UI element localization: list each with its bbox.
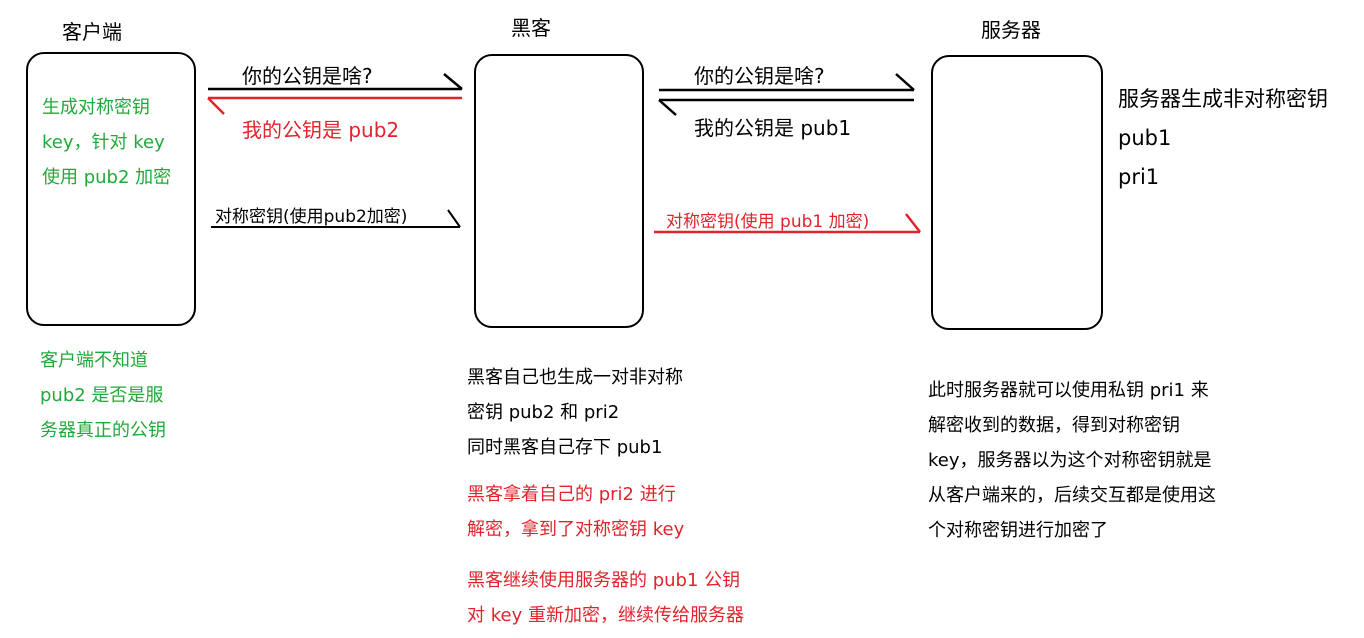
arrow-client-send bbox=[211, 209, 461, 228]
server-note: 此时服务器就可以使用私钥 pri1 来 解密收到的数据，得到对称密钥 key，服… bbox=[928, 373, 1216, 548]
client-note: 客户端不知道 pub2 是否是服 务器真正的公钥 bbox=[40, 343, 166, 448]
hacker-note-line: 同时黑客自己存下 pub1 bbox=[467, 437, 663, 458]
server-note-line: 从客户端来的，后续交互都是使用这 bbox=[928, 485, 1216, 506]
label-client-send: 对称密钥(使用pub2加密) bbox=[215, 207, 408, 227]
server-side-line: pub1 bbox=[1118, 126, 1172, 150]
server-title: 服务器 bbox=[981, 18, 1041, 42]
client-box-line: 使用 pub2 加密 bbox=[42, 167, 172, 188]
client-box bbox=[26, 52, 196, 326]
arrow-hacker-reply bbox=[207, 96, 462, 115]
server-box bbox=[931, 55, 1103, 330]
client-note-line: 务器真正的公钥 bbox=[40, 420, 166, 441]
arrow-client-ask bbox=[208, 73, 463, 91]
client-box-text: 生成对称密钥 key，针对 key 使用 pub2 加密 bbox=[42, 90, 171, 195]
arrow-hacker-send bbox=[654, 213, 921, 234]
client-box-line: 生成对称密钥 bbox=[42, 97, 150, 118]
client-note-line: 客户端不知道 bbox=[40, 350, 148, 371]
server-note-line: 此时服务器就可以使用私钥 pri1 来 bbox=[928, 380, 1209, 401]
arrow-server-reply bbox=[658, 98, 914, 116]
hacker-note-line: 对 key 重新加密，继续传给服务器 bbox=[467, 605, 744, 626]
hacker-note-black: 黑客自己也生成一对非对称 密钥 pub2 和 pri2 同时黑客自己存下 pub… bbox=[467, 360, 683, 465]
hacker-note-line: 密钥 pub2 和 pri2 bbox=[467, 402, 620, 423]
server-side-text: 服务器生成非对称密钥 pub1 pri1 bbox=[1118, 80, 1328, 197]
label-hacker-reply: 我的公钥是 pub2 bbox=[242, 118, 400, 142]
hacker-note-reencrypt: 黑客继续使用服务器的 pub1 公钥 对 key 重新加密，继续传给服务器 bbox=[467, 563, 744, 633]
hacker-title: 黑客 bbox=[511, 16, 551, 40]
hacker-note-line: 解密，拿到了对称密钥 key bbox=[467, 519, 685, 540]
hacker-note-line: 黑客自己也生成一对非对称 bbox=[467, 367, 683, 388]
server-side-line: pri1 bbox=[1118, 165, 1160, 189]
hacker-box bbox=[474, 54, 644, 328]
client-box-line: key，针对 key bbox=[42, 132, 165, 153]
label-hacker-ask: 你的公钥是啥? bbox=[694, 64, 825, 88]
label-client-ask: 你的公钥是啥? bbox=[242, 64, 373, 88]
client-note-line: pub2 是否是服 bbox=[40, 385, 164, 406]
server-side-line: 服务器生成非对称密钥 bbox=[1118, 87, 1328, 111]
client-title: 客户端 bbox=[62, 20, 122, 44]
arrow-hacker-ask bbox=[659, 73, 915, 92]
server-note-line: 解密收到的数据，得到对称密钥 bbox=[928, 415, 1180, 436]
hacker-note-decrypt: 黑客拿着自己的 pri2 进行 解密，拿到了对称密钥 key bbox=[467, 477, 684, 547]
hacker-note-line: 黑客继续使用服务器的 pub1 公钥 bbox=[467, 570, 741, 591]
label-hacker-send: 对称密钥(使用 pub1 加密) bbox=[666, 212, 870, 232]
hacker-note-line: 黑客拿着自己的 pri2 进行 bbox=[467, 484, 676, 505]
server-note-line: 个对称密钥进行加密了 bbox=[928, 520, 1108, 541]
label-server-reply: 我的公钥是 pub1 bbox=[694, 116, 852, 140]
server-note-line: key，服务器以为这个对称密钥就是 bbox=[928, 450, 1212, 471]
